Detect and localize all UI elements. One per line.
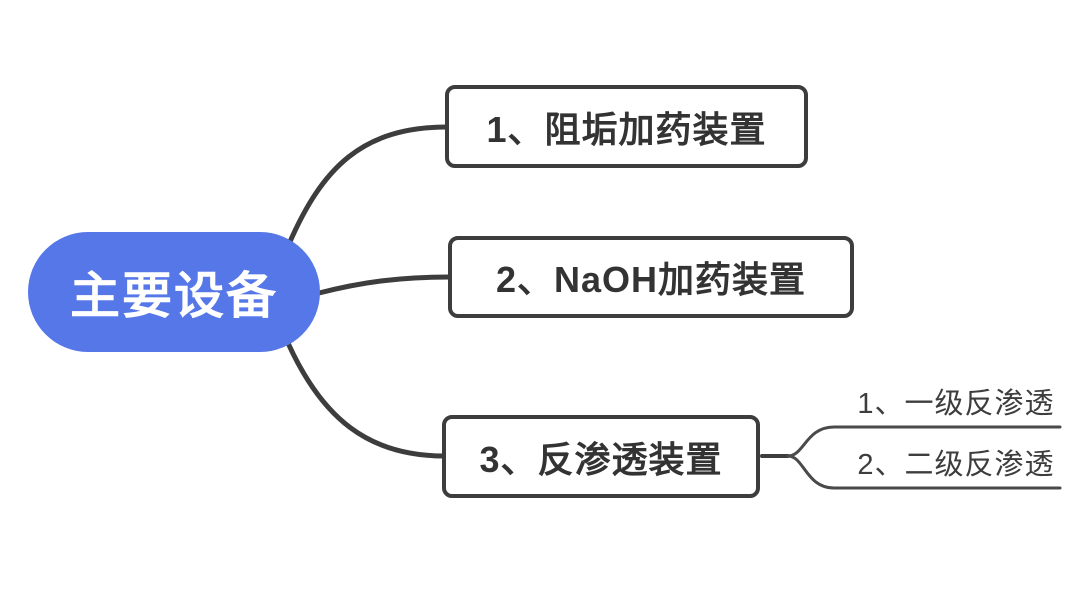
branch-node-label: 1、阻垢加药装置 [486, 108, 767, 150]
root-to-branch-2-connector [316, 274, 453, 296]
root-to-branch-3-connector [285, 340, 447, 459]
root-node-label: 主要设备 [70, 268, 278, 324]
branch-node-naoh-dosing[interactable]: 2、NaOH加药装置 [448, 236, 854, 318]
sub-node-label: 1、一级反渗透 [857, 388, 1055, 420]
root-node-main-equipment[interactable]: 主要设备 [28, 232, 320, 352]
branch-node-antiscale-dosing[interactable]: 1、阻垢加药装置 [445, 85, 808, 168]
sub-node-second-stage-ro[interactable]: 2、二级反渗透 [845, 449, 1067, 483]
sub-node-first-stage-ro[interactable]: 1、一级反渗透 [845, 388, 1067, 422]
root-to-branch-1-connector [286, 124, 450, 247]
branch-node-reverse-osmosis[interactable]: 3、反渗透装置 [442, 415, 760, 498]
branch-node-label: 3、反渗透装置 [479, 438, 723, 480]
sub-node-label: 2、二级反渗透 [857, 449, 1055, 481]
branch-node-label: 2、NaOH加药装置 [495, 259, 807, 300]
